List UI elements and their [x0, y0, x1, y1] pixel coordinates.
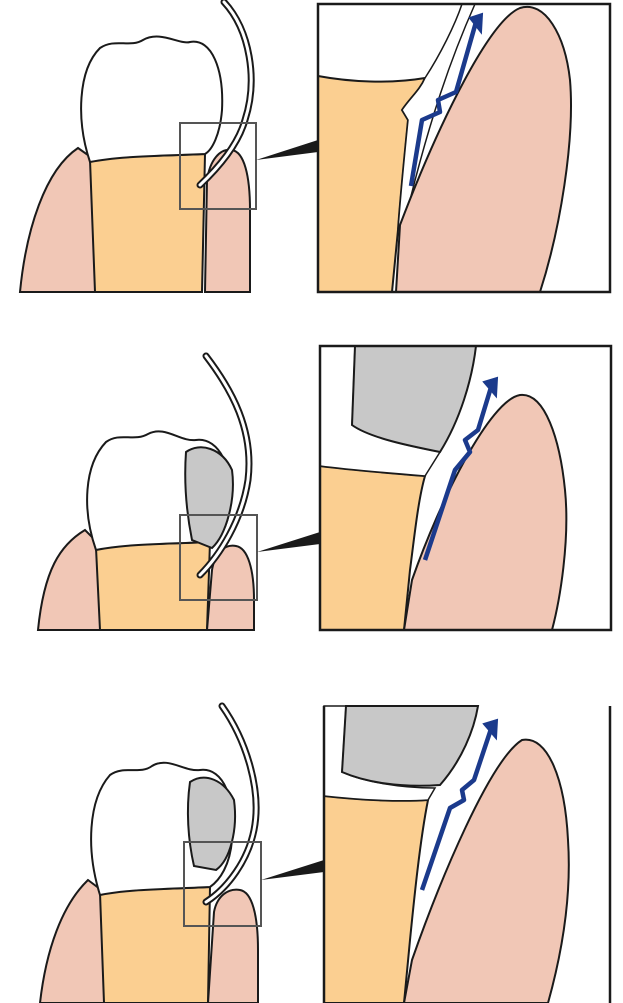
panel-1: [20, 2, 610, 292]
tooth-root: [96, 542, 210, 630]
gum-back: [38, 530, 100, 630]
magnified-view-1: [318, 4, 610, 292]
panel-3: [40, 706, 611, 1003]
tooth-root: [100, 887, 210, 1003]
tooth-overview-1: [20, 2, 256, 292]
magnified-view-3: [324, 706, 611, 1003]
tooth-overview-2: [38, 356, 257, 630]
panel-2: [38, 346, 611, 630]
tooth-root: [90, 154, 205, 292]
tooth-overview-3: [40, 706, 261, 1003]
gum-back: [20, 148, 95, 292]
zoom-connector: [256, 140, 318, 160]
restoration: [188, 778, 235, 870]
tooth-crown: [81, 37, 222, 162]
restoration: [185, 447, 233, 548]
zoom-connector: [261, 860, 324, 880]
gum-back: [40, 880, 104, 1003]
zoom-connector: [257, 532, 320, 552]
gum-front: [208, 890, 258, 1003]
magnified-view-2: [320, 346, 611, 630]
